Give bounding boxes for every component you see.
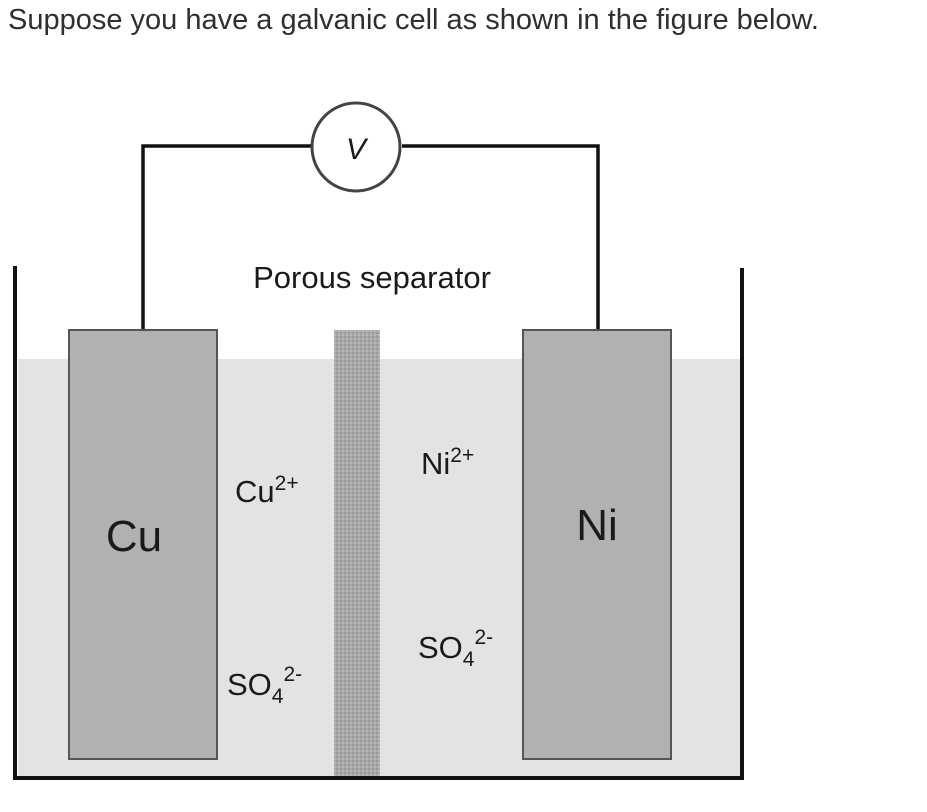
- sulfate-ion-label-left: SO42-: [227, 663, 302, 708]
- sulfate-ion-label-right: SO42-: [418, 626, 493, 671]
- voltmeter: V: [310, 101, 402, 193]
- question-text: Suppose you have a galvanic cell as show…: [8, 4, 819, 36]
- nickel-ion-label: Ni2+: [421, 444, 474, 481]
- copper-electrode: [68, 329, 218, 760]
- nickel-electrode: [522, 329, 672, 760]
- porous-separator: [334, 330, 380, 776]
- voltmeter-label: V: [346, 133, 369, 166]
- copper-ion-label: Cu2+: [235, 472, 299, 509]
- beaker: [13, 266, 744, 780]
- voltmeter-circle: [310, 101, 402, 193]
- external-wire: [141, 144, 600, 330]
- separator-label: Porous separator: [253, 260, 491, 295]
- nickel-electrode-label: Ni: [576, 501, 618, 550]
- copper-electrode-label: Cu: [106, 512, 162, 561]
